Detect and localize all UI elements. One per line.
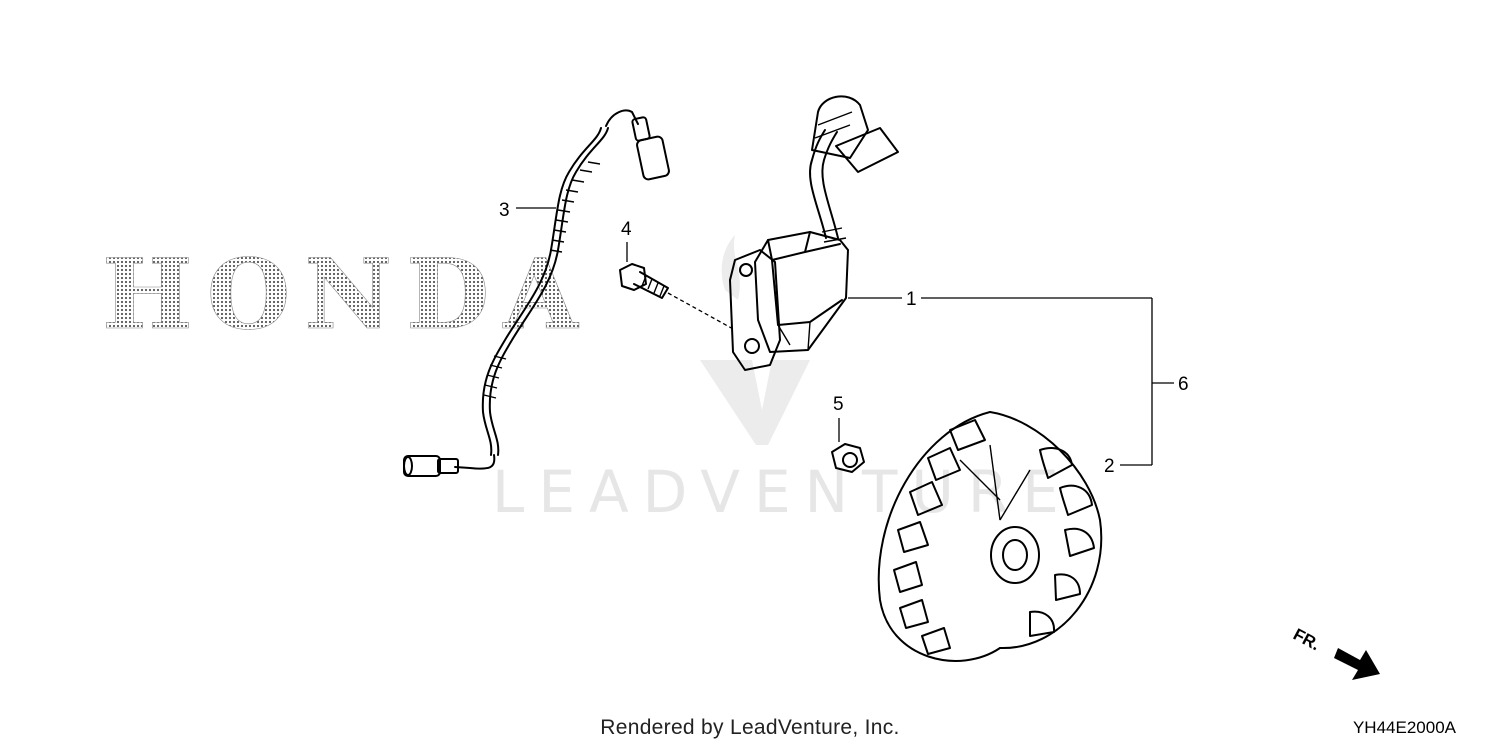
direction-label: FR.	[1290, 625, 1323, 655]
front-direction-arrow: FR.	[1290, 625, 1380, 680]
watermark-text: LEADVENTURE	[492, 458, 1073, 526]
ignition-coil	[729, 95, 899, 371]
footer-credit: Rendered by LeadVenture, Inc.	[600, 716, 900, 739]
coil-bolt	[619, 263, 736, 331]
flywheel-nut	[831, 443, 865, 473]
callout-4: 4	[621, 219, 632, 240]
callout-1: 1	[906, 289, 917, 310]
callout-2: 2	[1104, 456, 1115, 477]
watermark-emblem	[700, 235, 810, 445]
flywheel	[877, 411, 1103, 662]
stop-switch-wire	[403, 109, 670, 477]
figure-code: YH44E2000A	[1352, 718, 1456, 737]
brand-logo: HONDA	[102, 238, 592, 351]
assembly-bracket	[1120, 298, 1174, 466]
callout-3: 3	[499, 200, 510, 221]
callout-6: 6	[1178, 374, 1189, 395]
callout-5: 5	[833, 394, 844, 415]
